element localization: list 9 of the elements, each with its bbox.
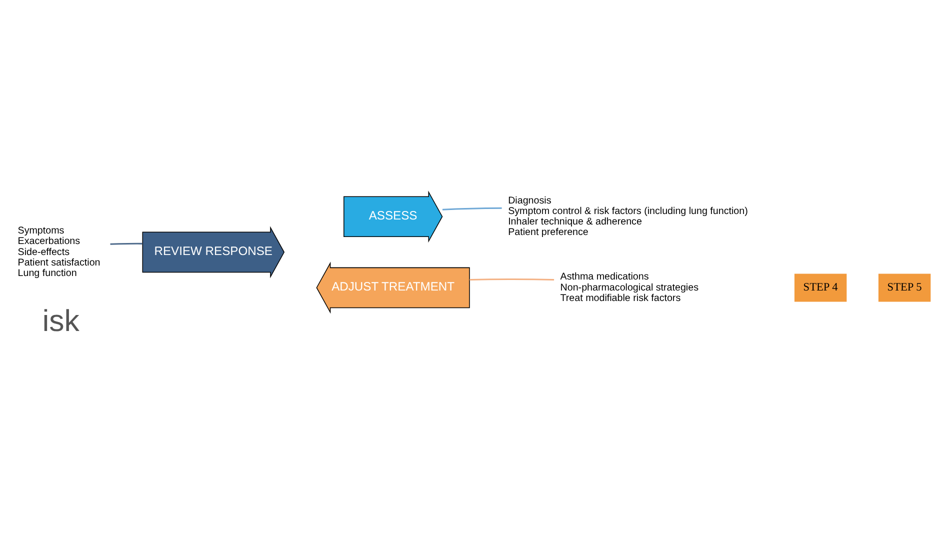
- node-text: Diagnosis Symptom control & risk factors (including lung function) Inhaler technique & adherence Patient preference: [508, 194, 748, 238]
- node-box: STEP 4: [794, 273, 847, 302]
- label: isk: [42, 304, 80, 338]
- connector: [110, 242, 142, 244]
- node-text: Symptoms Exacerbations Side-effects Patient satisfaction Lung function: [18, 225, 100, 278]
- node-text: Asthma medications Non-pharmacological strategies Treat modifiable risk factors: [560, 271, 698, 304]
- connector: [470, 278, 554, 280]
- connector: [442, 206, 502, 210]
- node-box: STEP 5: [878, 273, 931, 302]
